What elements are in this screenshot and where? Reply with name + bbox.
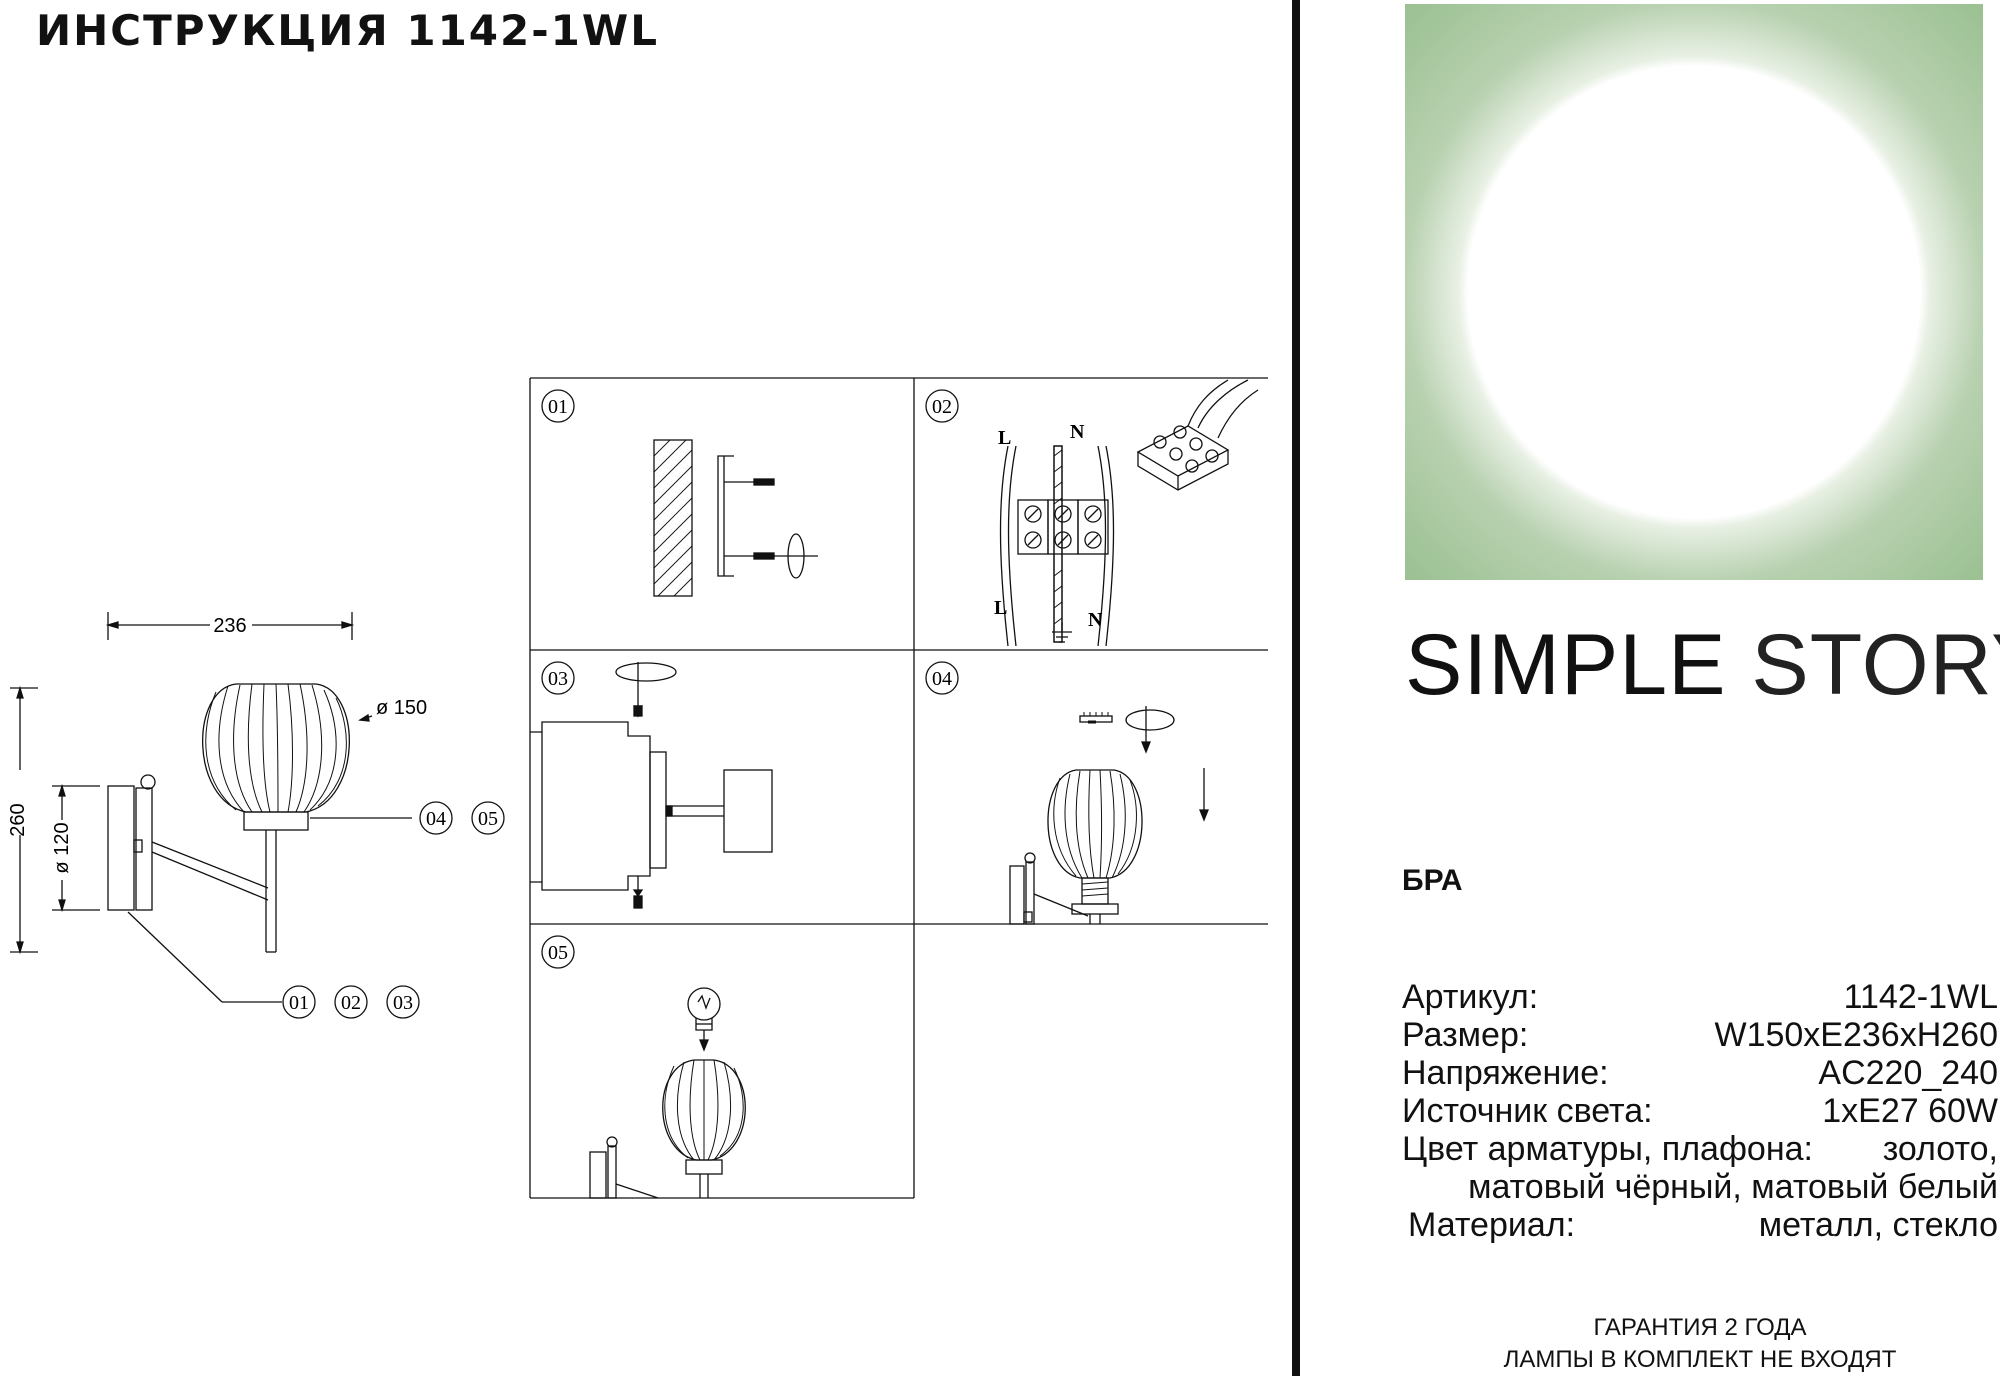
spec-key: Источник света: bbox=[1402, 1092, 1653, 1130]
base-diameter-label: ø 120 bbox=[51, 822, 73, 873]
spec-value: золото, bbox=[1882, 1130, 1998, 1168]
spec-row-color-cont: матовый чёрный, матовый белый bbox=[1402, 1168, 1998, 1206]
spec-row-size: Размер: W150xE236xH260 bbox=[1402, 1016, 1998, 1054]
spec-value: 1142-1WL bbox=[1843, 978, 1998, 1016]
step-number-05: 05 bbox=[548, 942, 568, 964]
width-label: 236 bbox=[213, 615, 246, 637]
spec-key: Материал: bbox=[1408, 1206, 1576, 1244]
step-number-03: 03 bbox=[548, 668, 568, 690]
callout-05: 05 bbox=[478, 808, 498, 830]
step-number-02: 02 bbox=[932, 396, 952, 418]
spec-value: AC220_240 bbox=[1818, 1054, 1998, 1092]
spec-value: 1xE27 60W bbox=[1822, 1092, 1998, 1130]
page-title: ИНСТРУКЦИЯ 1142-1WL bbox=[36, 6, 659, 55]
height-label: 260 bbox=[7, 803, 29, 836]
callout-03: 03 bbox=[393, 992, 413, 1014]
spec-row-light-source: Источник света: 1xE27 60W bbox=[1402, 1092, 1998, 1130]
spec-key: Цвет арматуры, плафона: bbox=[1402, 1130, 1813, 1168]
installation-steps: 01 02 03 04 05 L N L N bbox=[529, 377, 1268, 1199]
callout-04: 04 bbox=[426, 808, 446, 830]
brand-logo: SIMPLE STORY bbox=[1405, 616, 2000, 715]
spec-row-material: Материал: металл, стекло bbox=[1402, 1206, 1998, 1244]
wire-label-neutral-bottom: N bbox=[1088, 609, 1103, 631]
spec-key: Размер: bbox=[1402, 1016, 1529, 1054]
spec-row-voltage: Напряжение: AC220_240 bbox=[1402, 1054, 1998, 1092]
warranty-note: ГАРАНТИЯ 2 ГОДА bbox=[1593, 1314, 1807, 1341]
bulbs-not-included-note: ЛАМПЫ В КОМПЛЕКТ НЕ ВХОДЯТ bbox=[1503, 1346, 1897, 1373]
spec-row-color: Цвет арматуры, плафона: золото, bbox=[1402, 1130, 1998, 1168]
wire-label-live-top: L bbox=[998, 427, 1011, 449]
spec-value: металл, стекло bbox=[1758, 1206, 1998, 1244]
spec-row-article: Артикул: 1142-1WL bbox=[1402, 978, 1998, 1016]
spec-value: W150xE236xH260 bbox=[1714, 1016, 1998, 1054]
callout-01: 01 bbox=[289, 992, 309, 1014]
product-image bbox=[1405, 4, 1983, 580]
product-category: БРА bbox=[1402, 864, 1463, 897]
spec-value: матовый чёрный, матовый белый bbox=[1468, 1168, 1998, 1206]
dimension-drawing: 236 260 ø 120 ø 150 04 05 01 02 03 bbox=[7, 612, 505, 1019]
wire-label-neutral-top: N bbox=[1070, 421, 1085, 443]
shade-diameter-label: ø 150 bbox=[376, 697, 427, 719]
spec-key: Напряжение: bbox=[1402, 1054, 1609, 1092]
callout-02: 02 bbox=[341, 992, 361, 1014]
brand-word-simple: SIMPLE bbox=[1405, 617, 1727, 713]
step-number-01: 01 bbox=[548, 396, 568, 418]
wire-label-live-bottom: L bbox=[994, 597, 1007, 619]
brand-word-story: STORY bbox=[1751, 617, 2000, 713]
spec-key: Артикул: bbox=[1402, 978, 1539, 1016]
step-number-04: 04 bbox=[932, 668, 952, 690]
vertical-divider bbox=[1292, 0, 1300, 1376]
